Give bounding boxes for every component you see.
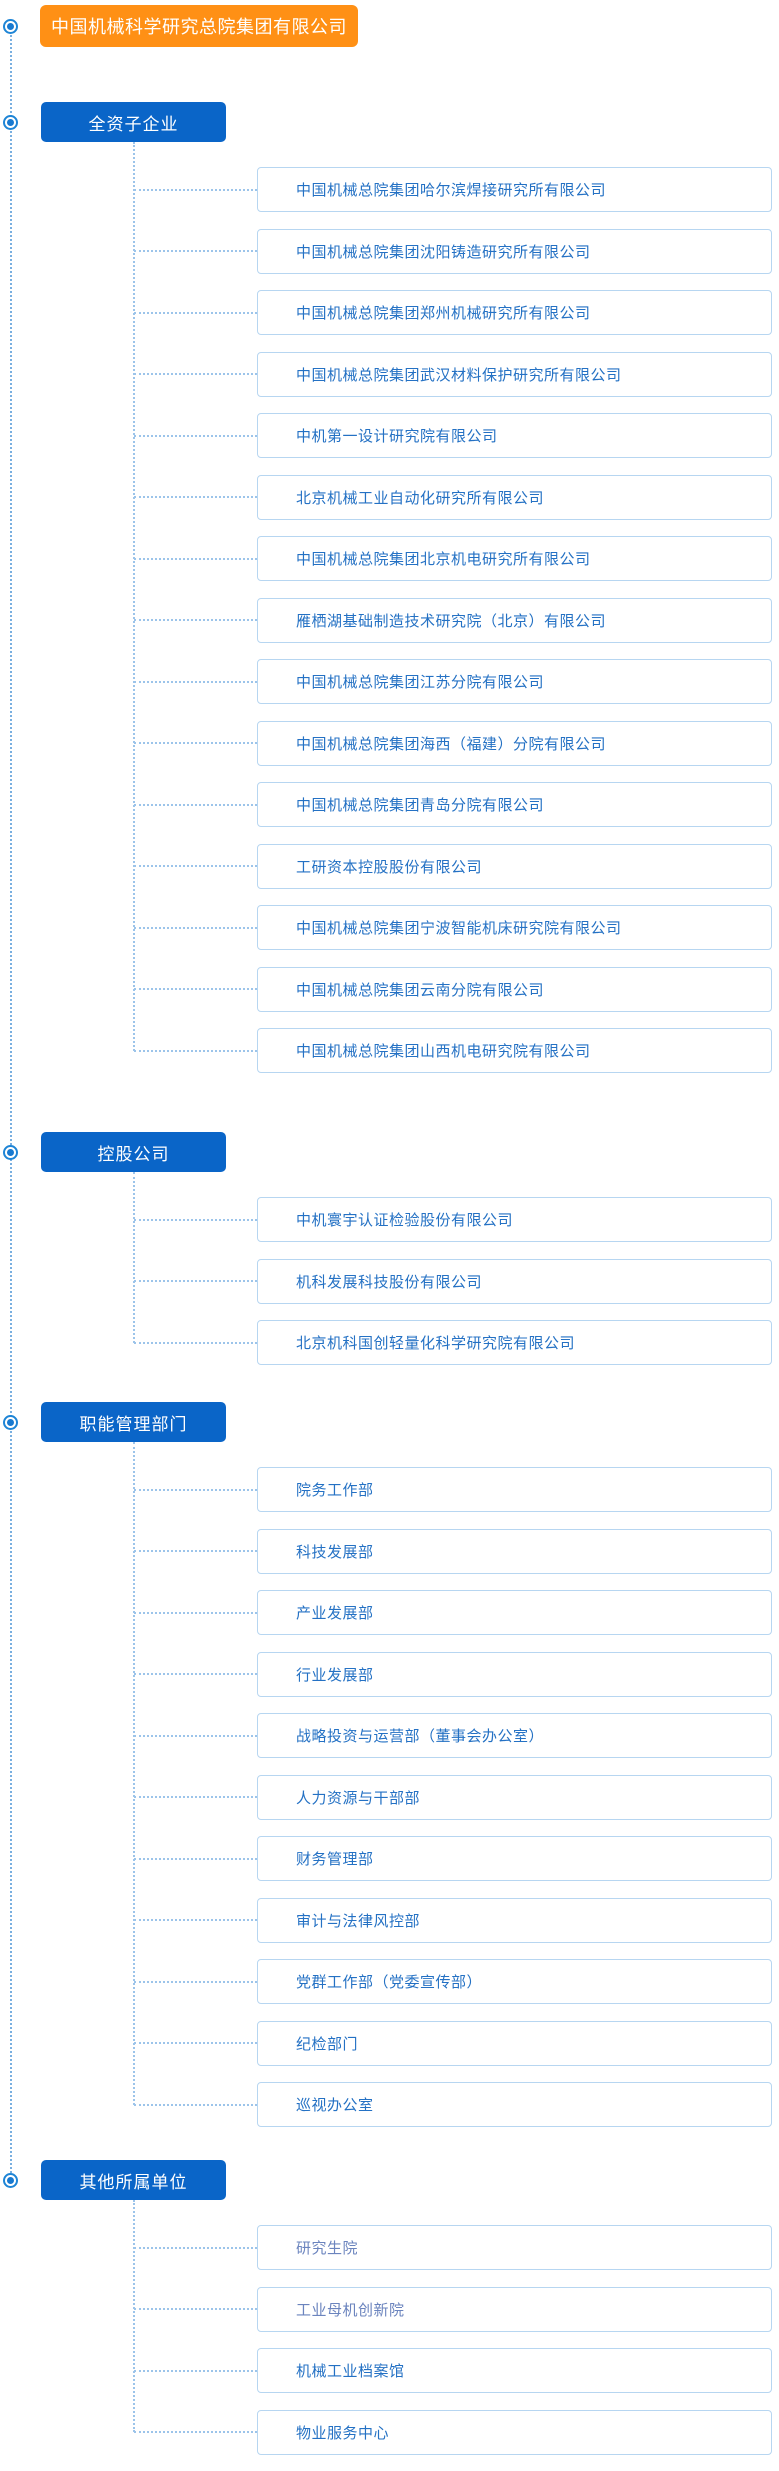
org-item-row: 科技发展部 bbox=[0, 1529, 779, 1591]
org-item-row: 人力资源与干部部 bbox=[0, 1775, 779, 1837]
node-bullet-icon bbox=[3, 115, 18, 130]
org-item-row: 中国机械总院集团江苏分院有限公司 bbox=[0, 659, 779, 721]
org-item[interactable]: 北京机科国创轻量化科学研究院有限公司 bbox=[257, 1320, 772, 1365]
org-item-row: 中国机械总院集团山西机电研究院有限公司 bbox=[0, 1028, 779, 1090]
org-section: 职能管理部门 院务工作部 科技发展部 产业发展部 行业发展部 战略投资与运营部（… bbox=[0, 1402, 779, 2144]
org-item[interactable]: 中国机械总院集团青岛分院有限公司 bbox=[257, 782, 772, 827]
org-item-row: 机械工业档案馆 bbox=[0, 2348, 779, 2410]
org-item-row: 中国机械总院集团海西（福建）分院有限公司 bbox=[0, 721, 779, 783]
org-item[interactable]: 审计与法律风控部 bbox=[257, 1898, 772, 1943]
org-item[interactable]: 院务工作部 bbox=[257, 1467, 772, 1512]
section-header-row: 控股公司 bbox=[0, 1132, 779, 1172]
org-item[interactable]: 机科发展科技股份有限公司 bbox=[257, 1259, 772, 1304]
org-item-row: 中国机械总院集团郑州机械研究所有限公司 bbox=[0, 290, 779, 352]
org-item-row: 审计与法律风控部 bbox=[0, 1898, 779, 1960]
root-node: 中国机械科学研究总院集团有限公司 bbox=[40, 5, 358, 47]
org-item[interactable]: 雁栖湖基础制造技术研究院（北京）有限公司 bbox=[257, 598, 772, 643]
org-item[interactable]: 中国机械总院集团云南分院有限公司 bbox=[257, 967, 772, 1012]
node-bullet-icon bbox=[3, 2173, 18, 2188]
section-items: 中国机械总院集团哈尔滨焊接研究所有限公司 中国机械总院集团沈阳铸造研究所有限公司… bbox=[0, 167, 779, 1090]
org-item[interactable]: 物业服务中心 bbox=[257, 2410, 772, 2455]
org-item[interactable]: 研究生院 bbox=[257, 2225, 772, 2270]
org-item[interactable]: 行业发展部 bbox=[257, 1652, 772, 1697]
org-item[interactable]: 北京机械工业自动化研究所有限公司 bbox=[257, 475, 772, 520]
section-header-row: 全资子企业 bbox=[0, 102, 779, 142]
org-section: 其他所属单位 研究生院 工业母机创新院 机械工业档案馆 物业服务中心 bbox=[0, 2160, 779, 2471]
section-items: 研究生院 工业母机创新院 机械工业档案馆 物业服务中心 bbox=[0, 2225, 779, 2471]
section-header: 职能管理部门 bbox=[41, 1402, 226, 1442]
org-item[interactable]: 中国机械总院集团郑州机械研究所有限公司 bbox=[257, 290, 772, 335]
org-item[interactable]: 中国机械总院集团宁波智能机床研究院有限公司 bbox=[257, 905, 772, 950]
org-item-row: 党群工作部（党委宣传部） bbox=[0, 1959, 779, 2021]
org-item[interactable]: 中国机械总院集团北京机电研究所有限公司 bbox=[257, 536, 772, 581]
org-item[interactable]: 机械工业档案馆 bbox=[257, 2348, 772, 2393]
org-section: 控股公司 中机寰宇认证检验股份有限公司 机科发展科技股份有限公司 北京机科国创轻… bbox=[0, 1132, 779, 1382]
org-item[interactable]: 科技发展部 bbox=[257, 1529, 772, 1574]
root-row: 中国机械科学研究总院集团有限公司 bbox=[0, 5, 779, 47]
org-item-row: 行业发展部 bbox=[0, 1652, 779, 1714]
org-item-row: 中国机械总院集团云南分院有限公司 bbox=[0, 967, 779, 1029]
org-item[interactable]: 中国机械总院集团哈尔滨焊接研究所有限公司 bbox=[257, 167, 772, 212]
org-item[interactable]: 产业发展部 bbox=[257, 1590, 772, 1635]
org-item[interactable]: 工业母机创新院 bbox=[257, 2287, 772, 2332]
org-item-row: 中国机械总院集团武汉材料保护研究所有限公司 bbox=[0, 352, 779, 414]
section-items: 院务工作部 科技发展部 产业发展部 行业发展部 战略投资与运营部（董事会办公室）… bbox=[0, 1467, 779, 2144]
org-item-row: 中国机械总院集团沈阳铸造研究所有限公司 bbox=[0, 229, 779, 291]
org-item-row: 物业服务中心 bbox=[0, 2410, 779, 2471]
org-item-row: 财务管理部 bbox=[0, 1836, 779, 1898]
org-item[interactable]: 中国机械总院集团江苏分院有限公司 bbox=[257, 659, 772, 704]
org-item-row: 工研资本控股股份有限公司 bbox=[0, 844, 779, 906]
org-item[interactable]: 中国机械总院集团沈阳铸造研究所有限公司 bbox=[257, 229, 772, 274]
org-item-row: 中机第一设计研究院有限公司 bbox=[0, 413, 779, 475]
org-item-row: 北京机械工业自动化研究所有限公司 bbox=[0, 475, 779, 537]
section-header: 其他所属单位 bbox=[41, 2160, 226, 2200]
section-header-row: 其他所属单位 bbox=[0, 2160, 779, 2200]
node-bullet-icon bbox=[3, 1415, 18, 1430]
org-item[interactable]: 党群工作部（党委宣传部） bbox=[257, 1959, 772, 2004]
org-item-row: 中国机械总院集团宁波智能机床研究院有限公司 bbox=[0, 905, 779, 967]
org-item[interactable]: 中机第一设计研究院有限公司 bbox=[257, 413, 772, 458]
org-item[interactable]: 中国机械总院集团武汉材料保护研究所有限公司 bbox=[257, 352, 772, 397]
org-item-row: 工业母机创新院 bbox=[0, 2287, 779, 2349]
org-item[interactable]: 财务管理部 bbox=[257, 1836, 772, 1881]
org-item-row: 巡视办公室 bbox=[0, 2082, 779, 2144]
node-bullet-icon bbox=[3, 1145, 18, 1160]
section-header: 全资子企业 bbox=[41, 102, 226, 142]
org-chart: 中国机械科学研究总院集团有限公司 全资子企业 中国机械总院集团哈尔滨焊接研究所有… bbox=[0, 5, 779, 2471]
org-item-row: 中国机械总院集团青岛分院有限公司 bbox=[0, 782, 779, 844]
org-item-row: 院务工作部 bbox=[0, 1467, 779, 1529]
org-item-row: 中国机械总院集团哈尔滨焊接研究所有限公司 bbox=[0, 167, 779, 229]
org-item[interactable]: 战略投资与运营部（董事会办公室） bbox=[257, 1713, 772, 1758]
org-item-row: 纪检部门 bbox=[0, 2021, 779, 2083]
org-chart-page: { "root": { "title": "中国机械科学研究总院集团有限公司" … bbox=[0, 5, 779, 2471]
section-header-row: 职能管理部门 bbox=[0, 1402, 779, 1442]
org-item[interactable]: 中国机械总院集团山西机电研究院有限公司 bbox=[257, 1028, 772, 1073]
org-section: 全资子企业 中国机械总院集团哈尔滨焊接研究所有限公司 中国机械总院集团沈阳铸造研… bbox=[0, 102, 779, 1090]
org-item-row: 中机寰宇认证检验股份有限公司 bbox=[0, 1197, 779, 1259]
org-item[interactable]: 中机寰宇认证检验股份有限公司 bbox=[257, 1197, 772, 1242]
org-item-row: 机科发展科技股份有限公司 bbox=[0, 1259, 779, 1321]
org-item-row: 研究生院 bbox=[0, 2225, 779, 2287]
section-items: 中机寰宇认证检验股份有限公司 机科发展科技股份有限公司 北京机科国创轻量化科学研… bbox=[0, 1197, 779, 1382]
org-item[interactable]: 纪检部门 bbox=[257, 2021, 772, 2066]
org-item-row: 雁栖湖基础制造技术研究院（北京）有限公司 bbox=[0, 598, 779, 660]
org-item[interactable]: 人力资源与干部部 bbox=[257, 1775, 772, 1820]
org-item-row: 产业发展部 bbox=[0, 1590, 779, 1652]
org-item-row: 战略投资与运营部（董事会办公室） bbox=[0, 1713, 779, 1775]
org-item[interactable]: 巡视办公室 bbox=[257, 2082, 772, 2127]
org-item[interactable]: 中国机械总院集团海西（福建）分院有限公司 bbox=[257, 721, 772, 766]
org-item[interactable]: 工研资本控股股份有限公司 bbox=[257, 844, 772, 889]
org-item-row: 中国机械总院集团北京机电研究所有限公司 bbox=[0, 536, 779, 598]
org-chart-sections: 全资子企业 中国机械总院集团哈尔滨焊接研究所有限公司 中国机械总院集团沈阳铸造研… bbox=[0, 102, 779, 2471]
org-item-row: 北京机科国创轻量化科学研究院有限公司 bbox=[0, 1320, 779, 1382]
section-header: 控股公司 bbox=[41, 1132, 226, 1172]
node-bullet-icon bbox=[3, 19, 18, 34]
